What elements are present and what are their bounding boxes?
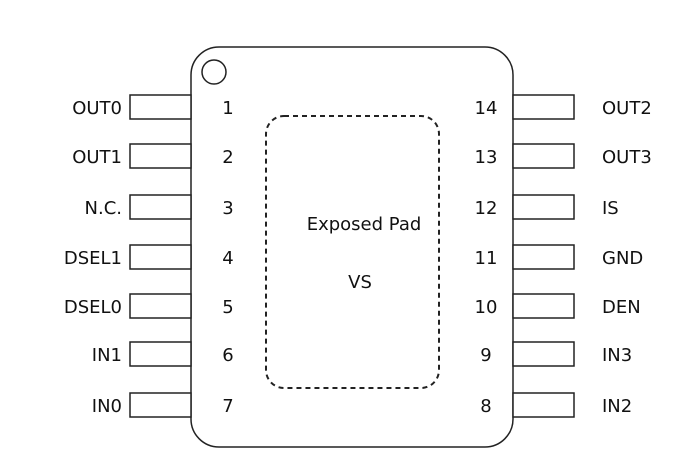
pin-lead-left-2 — [129, 194, 192, 220]
pin-lead-left-5 — [129, 341, 192, 367]
pin-number-right-3: 11 — [475, 248, 498, 269]
pin-lead-right-0 — [512, 94, 575, 120]
pin-lead-right-1 — [512, 143, 575, 169]
pin-name-right-1: OUT3 — [602, 147, 652, 168]
pin-name-left-5: IN1 — [92, 345, 122, 366]
pin-number-left-6: 7 — [222, 396, 233, 417]
pin-lead-right-2 — [512, 194, 575, 220]
pin-name-left-6: IN0 — [92, 396, 122, 417]
pin-number-left-4: 5 — [222, 297, 233, 318]
pin1-marker-circle — [201, 59, 227, 85]
pin-name-right-6: IN2 — [602, 396, 632, 417]
pin-number-right-4: 10 — [475, 297, 498, 318]
pin-name-left-0: OUT0 — [72, 98, 122, 119]
pin-number-right-1: 13 — [475, 147, 498, 168]
exposed-pad — [265, 115, 440, 389]
pin-name-left-1: OUT1 — [72, 147, 122, 168]
pin-lead-left-3 — [129, 244, 192, 270]
pin-lead-left-1 — [129, 143, 192, 169]
pin-number-right-0: 14 — [475, 98, 498, 119]
pin-name-right-5: IN3 — [602, 345, 632, 366]
pin-number-right-2: 12 — [475, 198, 498, 219]
pin-lead-left-6 — [129, 392, 192, 418]
pin-number-right-5: 9 — [480, 345, 491, 366]
pin-name-right-3: GND — [602, 248, 643, 269]
pin-lead-left-0 — [129, 94, 192, 120]
pin-number-left-2: 3 — [222, 198, 233, 219]
pin-lead-right-4 — [512, 293, 575, 319]
pin-name-left-3: DSEL1 — [64, 248, 122, 269]
exposed-pad-net: VS — [348, 272, 372, 293]
pin-name-left-2: N.C. — [85, 198, 122, 219]
pin-number-left-5: 6 — [222, 345, 233, 366]
pin-number-left-3: 4 — [222, 248, 233, 269]
pin-lead-right-5 — [512, 341, 575, 367]
pin-lead-right-6 — [512, 392, 575, 418]
pin-lead-left-4 — [129, 293, 192, 319]
exposed-pad-label: Exposed Pad — [307, 214, 422, 235]
pin-number-right-6: 8 — [480, 396, 491, 417]
pin-name-right-4: DEN — [602, 297, 641, 318]
pin-name-left-4: DSEL0 — [64, 297, 122, 318]
pin-lead-right-3 — [512, 244, 575, 270]
pin-number-left-0: 1 — [222, 98, 233, 119]
pin-number-left-1: 2 — [222, 147, 233, 168]
pin-name-right-0: OUT2 — [602, 98, 652, 119]
pin-name-right-2: IS — [602, 198, 619, 219]
